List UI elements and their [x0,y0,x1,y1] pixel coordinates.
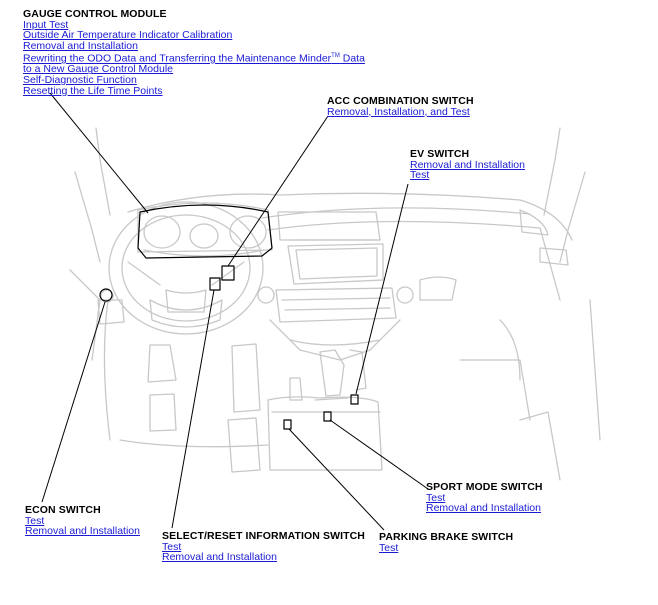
parking-brake-switch-title: PARKING BRAKE SWITCH [379,531,514,543]
econ-switch-title: ECON SWITCH [25,504,101,516]
sport-mode-switch-marker [323,411,332,422]
sport-mode-test-link[interactable]: Test [426,491,446,504]
sport-leader [329,419,429,490]
acc-leader [227,115,329,267]
ev-test-link[interactable]: Test [410,169,430,182]
gauge-removal-link[interactable]: Removal and Installation [23,39,138,52]
ev-switch-callout: EV SWITCH Removal and Installation Test [410,149,525,181]
select-reset-switch-callout: SELECT/RESET INFORMATION SWITCH Test Rem… [162,531,365,563]
ev-leader [355,183,409,395]
gauge-rewriting-odo-suffix: Data [339,52,365,65]
gauge-rewriting-odo-text: Rewriting the ODO Data and Transferring … [23,52,332,65]
econ-leader [41,301,106,503]
dashboard-line-art [69,127,601,481]
acc-combination-switch-callout: ACC COMBINATION SWITCH Removal, Installa… [327,96,474,117]
gauge-life-time-points-link[interactable]: Resetting the Life Time Points [23,84,163,97]
parking-brake-switch-marker [283,419,292,430]
ev-removal-link[interactable]: Removal and Installation [410,158,525,171]
econ-switch-marker [99,288,113,302]
gauge-oat-calibration-link[interactable]: Outside Air Temperature Indicator Calibr… [23,29,233,42]
parking-brake-switch-callout: PARKING BRAKE SWITCH Test [379,532,513,553]
gauge-self-diagnostic-link[interactable]: Self-Diagnostic Function [23,74,137,87]
gauge-input-test-link[interactable]: Input Test [23,18,69,31]
gauge-rewriting-odo-link[interactable]: Rewriting the ODO Data and Transferring … [23,51,365,64]
parking-brake-test-link[interactable]: Test [379,541,399,554]
sport-mode-removal-link[interactable]: Removal and Installation [426,502,541,515]
gauge-control-module-callout: GAUGE CONTROL MODULE Input Test Outside … [23,9,365,96]
gauge-cluster-outline [137,204,273,259]
select-reset-removal-link[interactable]: Removal and Installation [162,551,277,564]
leader-lines [41,92,429,531]
acc-combination-switch-title: ACC COMBINATION SWITCH [327,95,474,107]
parking-leader [288,428,385,531]
econ-switch-callout: ECON SWITCH Test Removal and Installatio… [25,505,140,537]
select-switch-marker [209,277,221,291]
acc-removal-install-test-link[interactable]: Removal, Installation, and Test [327,105,470,118]
select-reset-test-link[interactable]: Test [162,540,182,553]
ev-switch-title: EV SWITCH [410,148,470,160]
ev-switch-marker [350,394,359,405]
select-leader [171,289,215,529]
sport-mode-switch-title: SPORT MODE SWITCH [426,481,543,493]
select-reset-switch-title: SELECT/RESET INFORMATION SWITCH [162,530,365,542]
gauge-control-module-title: GAUGE CONTROL MODULE [23,8,167,20]
component-highlights [99,204,359,430]
econ-removal-link[interactable]: Removal and Installation [25,525,140,538]
econ-test-link[interactable]: Test [25,514,45,527]
gauge-new-module-link[interactable]: to a New Gauge Control Module [23,63,173,76]
trademark-symbol: TM [331,53,340,60]
gauge-leader [49,92,149,214]
sport-mode-switch-callout: SPORT MODE SWITCH Test Removal and Insta… [426,482,543,514]
